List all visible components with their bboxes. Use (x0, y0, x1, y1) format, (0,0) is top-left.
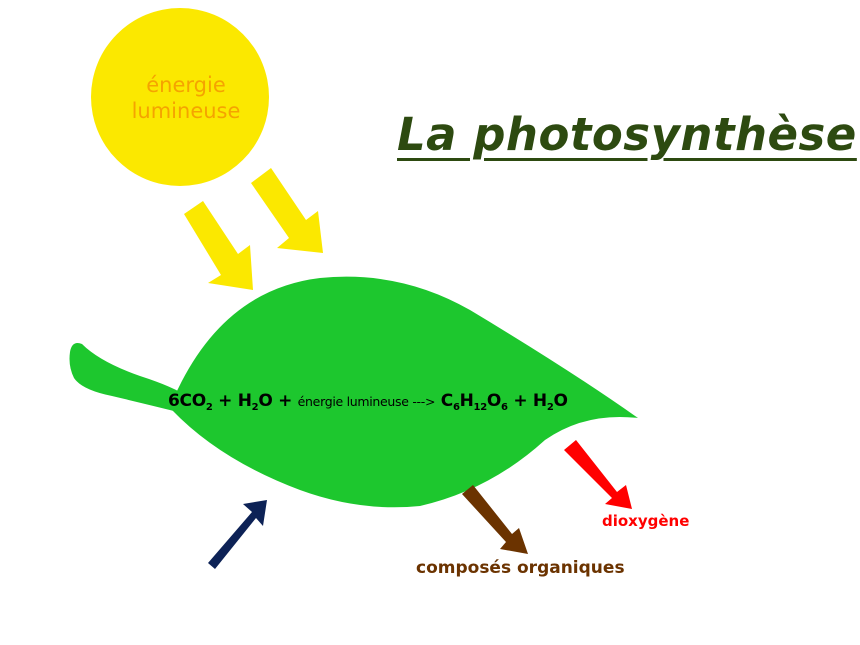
sun-label-line2: lumineuse (131, 99, 241, 123)
h2o-subscript: 2 (251, 402, 259, 413)
leaf-blade (172, 276, 638, 508)
plus: + (507, 391, 533, 411)
sun-label-line1: énergie (146, 73, 226, 97)
h2o-o: O (258, 391, 273, 411)
light-arrow-left (184, 201, 253, 290)
glucose-o: O (486, 391, 502, 411)
glucose-c: C (435, 391, 453, 411)
plus: + (212, 391, 238, 411)
photosynthesis-equation: 6CO2 + H2O + énergie lumineuse ---> C6H1… (168, 391, 568, 413)
water-h: H (532, 391, 547, 411)
oxygen-arrow (564, 440, 632, 509)
h2o-h: H (237, 391, 252, 411)
organic-compounds-label: composés organiques (416, 558, 625, 578)
page-title: La photosynthèse (397, 108, 857, 161)
oxygen-label: dioxygène (602, 512, 690, 530)
input-arrow (208, 500, 267, 569)
co2-subscript: 2 (205, 402, 213, 413)
glucose-c-subscript: 6 (452, 402, 460, 413)
leaf-stem (69, 343, 180, 412)
plus: + (272, 391, 298, 411)
sun-label: énergie lumineuse (92, 72, 280, 124)
organic-arrow (462, 485, 528, 554)
glucose-h: H (459, 391, 474, 411)
water-subscript: 2 (546, 402, 554, 413)
co2: 6CO (168, 391, 206, 411)
light-arrow-right (251, 168, 323, 253)
water-o: O (553, 391, 568, 411)
glucose-o-subscript: 6 (501, 402, 508, 413)
sun-circle (91, 8, 269, 186)
glucose-h-subscript: 12 (473, 402, 488, 413)
energy-term: énergie lumineuse ---> (297, 394, 436, 409)
